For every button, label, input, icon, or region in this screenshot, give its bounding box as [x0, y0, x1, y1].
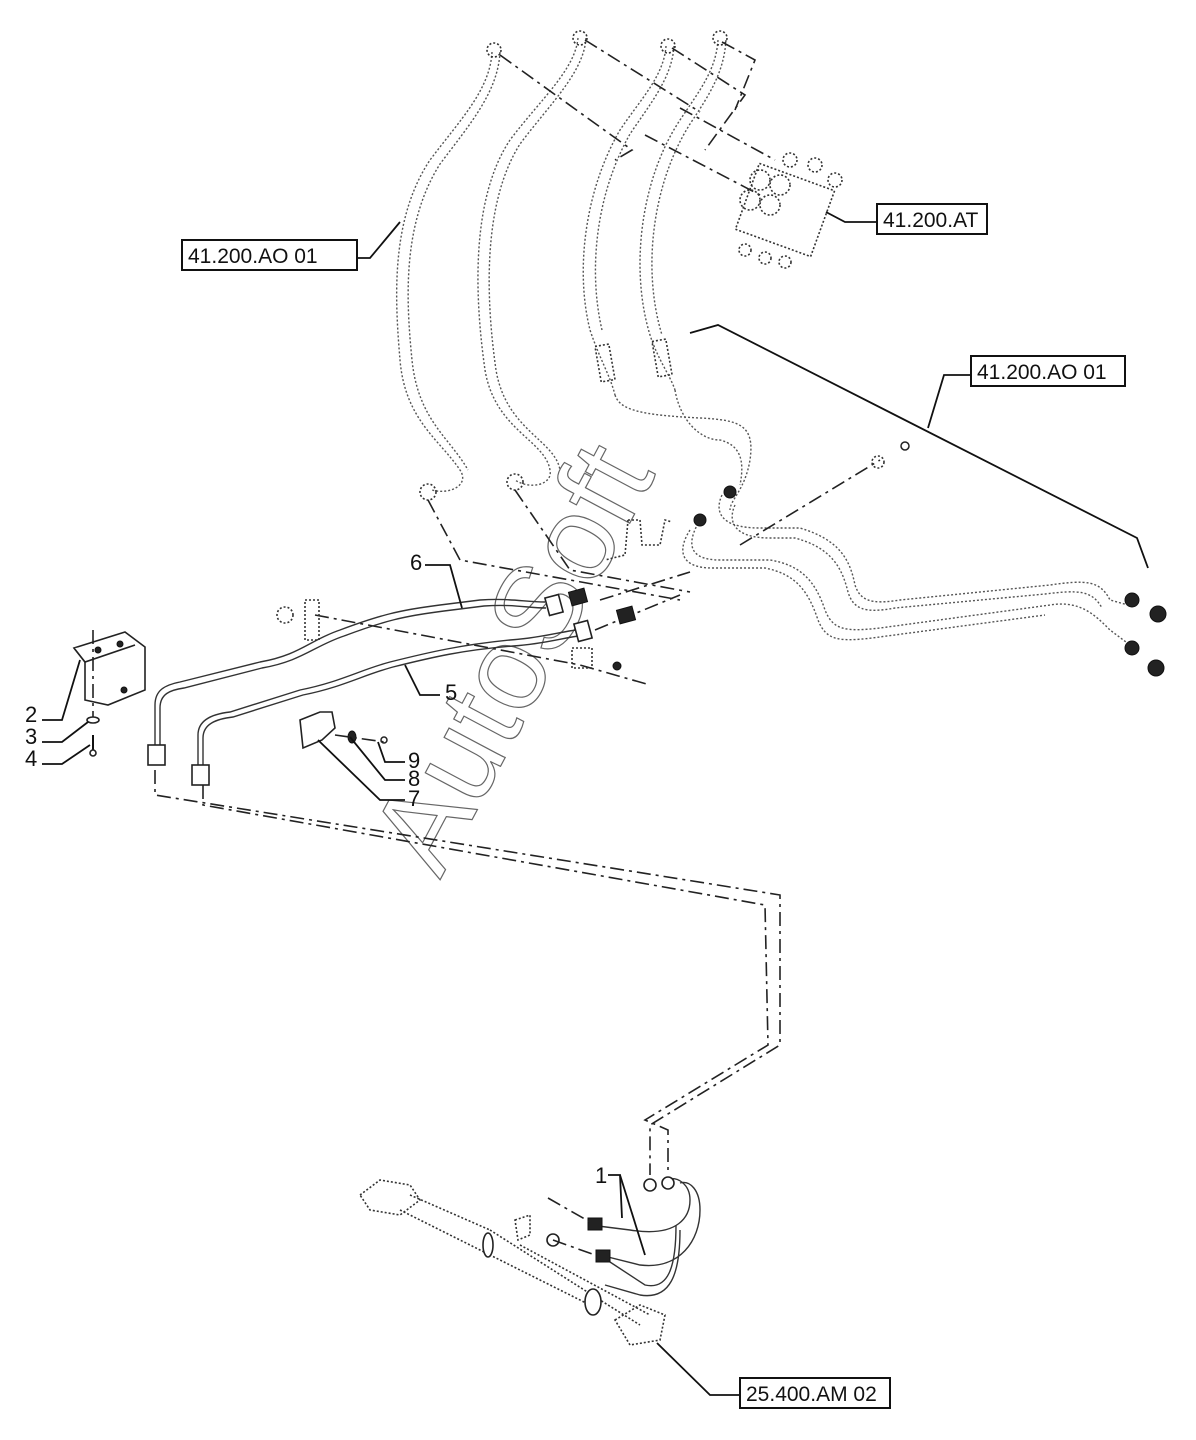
ref-label-text: 41.200.AO 01 — [977, 361, 1107, 384]
steering-unit — [734, 152, 843, 269]
callout-number: 1 — [595, 1163, 607, 1188]
hose-fitting-icon — [572, 30, 588, 46]
hose-fitting-icon — [419, 483, 437, 501]
steering-cylinder — [358, 1176, 701, 1346]
clamp-assembly — [299, 711, 388, 750]
hose-nut-icon — [595, 1249, 611, 1263]
hose-nut-icon — [643, 1178, 657, 1192]
nut-icon — [723, 485, 737, 499]
callout-6[interactable]: 6 — [410, 550, 463, 609]
ref-label-hoses-right[interactable]: 41.200.AO 01 — [689, 324, 1149, 569]
nut-icon — [693, 513, 707, 527]
callout-number: 4 — [25, 746, 37, 771]
hose-fitting-icon — [506, 473, 524, 491]
ref-label-hoses-upper-left[interactable]: 41.200.AO 01 — [181, 221, 401, 271]
adapter-icon — [615, 605, 637, 625]
callout-number: 9 — [408, 748, 420, 773]
centerlines-lower — [154, 770, 781, 1175]
crimp-fitting-icon — [651, 338, 673, 378]
upper-hoses — [395, 30, 728, 501]
callout-number: 8 — [408, 766, 420, 791]
hose-nut-icon — [587, 1217, 603, 1231]
ref-label-text: 41.200.AT — [883, 209, 979, 232]
pipe-nut-icon — [191, 764, 210, 786]
washer-icon — [86, 716, 100, 724]
fitting-icon — [1124, 640, 1140, 656]
watermark-text: AutoSoft — [345, 423, 679, 892]
adapter-icon — [567, 587, 589, 607]
centerlines-middle — [314, 489, 691, 686]
callout-8[interactable]: 8 — [349, 736, 420, 791]
watermark: AutoSoft — [344, 422, 680, 893]
centerlines-upper — [499, 39, 776, 196]
hose-nut-icon — [661, 1176, 675, 1190]
bolt-icon — [89, 749, 97, 757]
bracket-assembly — [72, 630, 146, 757]
callout-number: 5 — [445, 680, 457, 705]
crimp-fitting-icon — [594, 343, 616, 383]
pipe-nut-icon — [543, 593, 565, 617]
callout-2[interactable]: 2 — [25, 659, 81, 727]
pipe-bracket-icon — [304, 599, 320, 641]
callout-number: 3 — [25, 724, 37, 749]
pipe-nut-icon — [572, 619, 594, 643]
right-hoses — [604, 389, 1167, 677]
steel-pipes — [147, 587, 637, 786]
fitting-icon — [1124, 592, 1140, 608]
pipe-nut-icon — [147, 744, 166, 766]
bolt-icon — [380, 736, 388, 744]
ref-label-text: 41.200.AO 01 — [188, 245, 318, 268]
callout-7[interactable]: 7 — [317, 739, 420, 811]
fitting-icon — [1147, 659, 1165, 677]
callout-number: 7 — [408, 786, 420, 811]
hose-fitting-icon — [712, 30, 728, 46]
hose-fitting-icon — [486, 42, 502, 58]
callout-4[interactable]: 4 — [25, 744, 91, 771]
callout-number: 2 — [25, 702, 37, 727]
hose-fitting-icon — [660, 38, 676, 54]
callout-9[interactable]: 9 — [377, 741, 420, 773]
callout-5[interactable]: 5 — [404, 664, 457, 705]
callout-number: 6 — [410, 550, 422, 575]
callout-3[interactable]: 3 — [25, 721, 89, 749]
ref-label-cylinder[interactable]: 25.400.AM 02 — [656, 1342, 891, 1409]
ref-label-steering-unit[interactable]: 41.200.AT — [825, 203, 988, 235]
ref-label-text: 25.400.AM 02 — [746, 1383, 877, 1406]
fitting-icon — [1149, 605, 1167, 623]
callout-1[interactable]: 1 — [595, 1163, 646, 1256]
